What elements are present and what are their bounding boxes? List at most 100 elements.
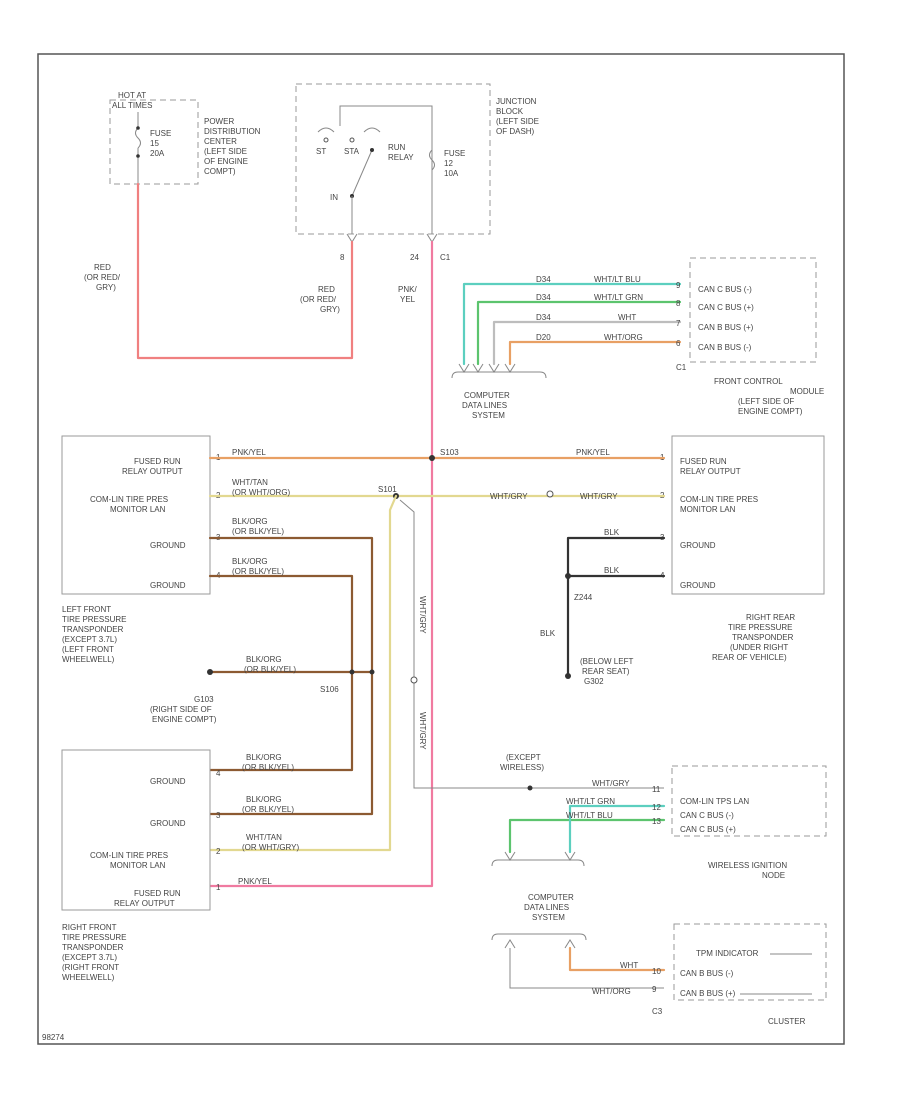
lan-label-1: WHT/TAN	[232, 478, 268, 487]
can-wire-2	[476, 300, 682, 366]
relay-contact	[370, 148, 374, 152]
pin-24-label: 24	[410, 253, 419, 262]
connector-pin-24	[426, 233, 438, 243]
rr-blk-label-2: BLK	[604, 566, 620, 575]
g103-wire-label-2: (OR BLK/YEL)	[244, 665, 296, 674]
switch-arc-2	[363, 127, 381, 133]
wireless-arrows	[504, 851, 576, 861]
lf-gnd-2-label-1: BLK/ORG	[232, 557, 268, 566]
except-connector	[527, 785, 533, 791]
label-in: IN	[330, 193, 338, 202]
fcm-label-2: MODULE	[790, 387, 824, 396]
cdl2-label-2: DATA LINES	[524, 903, 569, 912]
can-b-minus: CAN B BUS (-)	[698, 343, 752, 352]
wireless-wire-3-label: WHT/LT BLU	[566, 811, 613, 820]
wireless-bracket	[491, 859, 585, 867]
instrument-cluster: COMPUTER DATA LINES SYSTEM WHT WHT/ORG 1…	[491, 893, 827, 1026]
rf-fused-1: FUSED RUN	[134, 889, 181, 898]
jb-label-3: (LEFT SIDE	[496, 117, 539, 126]
power-distribution-center: HOT AT ALL TIMES FUSE 15 20A POWER DISTR…	[109, 91, 261, 185]
can-c-minus: CAN C BUS (-)	[698, 285, 752, 294]
rr-transponder-box	[671, 435, 825, 595]
vert-wht-label-2: WHT/GRY	[418, 712, 427, 750]
rf-fused-wire-label: PNK/YEL	[238, 877, 272, 886]
wireless-term-3: CAN C BUS (+)	[680, 825, 736, 834]
rf-pin-2: 3	[216, 811, 221, 820]
label-st: ST	[316, 147, 326, 156]
lf-gnd-1-label-1: BLK/ORG	[232, 517, 268, 526]
cluster-connector-outline	[673, 923, 827, 1001]
g302-caption-1: (BELOW LEFT	[580, 657, 633, 666]
rf-lan-label-2: (OR WHT/GRY)	[242, 843, 300, 852]
cdl-label-2: DATA LINES	[462, 401, 507, 410]
red-power-wire	[136, 182, 354, 360]
rf-ground-2: GROUND	[150, 819, 186, 828]
g302-caption-2: REAR SEAT)	[582, 667, 630, 676]
cluster-pin-1: 10	[652, 967, 661, 976]
fcm-label-4: ENGINE COMPT)	[738, 407, 803, 416]
splice-s106-b	[369, 669, 375, 675]
g103-ground-point	[207, 669, 213, 675]
rr-caption-3: TRANSPONDER	[732, 633, 794, 642]
wireless-ignition-node: (EXCEPT WIRELESS) WHT/GRY WHT/LT GRN WHT…	[491, 753, 827, 880]
fcm-label-3: (LEFT SIDE OF	[738, 397, 794, 406]
can-wire-1-code: D34	[536, 275, 551, 284]
cluster-bracket	[491, 933, 587, 941]
z244-label: Z244	[574, 593, 593, 602]
fuse-12-amps: 10A	[444, 169, 459, 178]
rf-caption-1: RIGHT FRONT	[62, 923, 117, 932]
cluster-wire-2	[509, 948, 664, 989]
label-sta: STA	[344, 147, 360, 156]
can-wire-4	[508, 340, 682, 366]
lf-caption-3: TRANSPONDER	[62, 625, 124, 634]
fcm-c1-label: C1	[676, 363, 687, 372]
wireless-pin-3: 13	[652, 817, 661, 826]
red-wire-b-label-2: (OR RED/	[300, 295, 337, 304]
pdc-label-6: COMPT)	[204, 167, 236, 176]
vert-wht-label-1: WHT/GRY	[418, 596, 427, 634]
lf-can-2: MONITOR LAN	[110, 505, 166, 514]
lf-fused-2: RELAY OUTPUT	[122, 467, 183, 476]
can-wire-2-color: WHT/LT GRN	[594, 293, 643, 302]
cluster-c3-label: C3	[652, 1007, 663, 1016]
rr-blk-vertical-label: BLK	[540, 629, 556, 638]
lf-ground-1: GROUND	[150, 541, 186, 550]
right-front-transponder: GROUND GROUND COM-LIN TIRE PRES MONITOR …	[61, 749, 300, 982]
rf-caption-6: WHEELWELL)	[62, 973, 115, 982]
wireless-can-wire-1	[508, 818, 666, 854]
rr-caption-2: TIRE PRESSURE	[728, 623, 792, 632]
rf-can-2: MONITOR LAN	[110, 861, 166, 870]
wireless-wire-1-label: WHT/GRY	[592, 779, 630, 788]
splice-s103	[429, 455, 435, 461]
lf-caption-1: LEFT FRONT	[62, 605, 111, 614]
pdc-label-1: POWER	[204, 117, 234, 126]
can-wire-3-code: D34	[536, 313, 551, 322]
lf-gnd-1-label-2: (OR BLK/YEL)	[232, 527, 284, 536]
fuse-15-amps: 20A	[150, 149, 165, 158]
fcm-label-1: FRONT CONTROL	[714, 377, 783, 386]
jb-label-2: BLOCK	[496, 107, 524, 116]
pnk-label: PNK/	[398, 285, 417, 294]
rf-can-1: COM-LIN TIRE PRES	[90, 851, 168, 860]
can-pin-1: 9	[676, 281, 681, 290]
left-front-transponder: FUSED RUN RELAY OUTPUT COM-LIN TIRE PRES…	[61, 435, 221, 664]
vert-inline-connector	[410, 676, 418, 684]
wireless-can-wire-2	[568, 804, 666, 854]
rr-ground-2: GROUND	[680, 581, 716, 590]
switch-blade	[351, 149, 373, 197]
cluster-wire-2-label: WHT/ORG	[592, 987, 631, 996]
g302-ground-point	[565, 673, 571, 679]
rf-pin-3: 2	[216, 847, 221, 856]
cdl-label-1: COMPUTER	[464, 391, 510, 400]
can-wire-2-code: D34	[536, 293, 551, 302]
lf-gnd-2-label-2: (OR BLK/YEL)	[232, 567, 284, 576]
can-wire-4-code: D20	[536, 333, 551, 342]
rr-can-2: MONITOR LAN	[680, 505, 736, 514]
lf-can-1: COM-LIN TIRE PRES	[90, 495, 168, 504]
rf-lan-label-1: WHT/TAN	[246, 833, 282, 842]
rr-fused-2: RELAY OUTPUT	[680, 467, 741, 476]
lf-ground-wire-1	[208, 536, 374, 816]
can-pin-2: 8	[676, 299, 681, 308]
rf-gnd-1-label-2: (OR BLK/YEL)	[242, 763, 294, 772]
